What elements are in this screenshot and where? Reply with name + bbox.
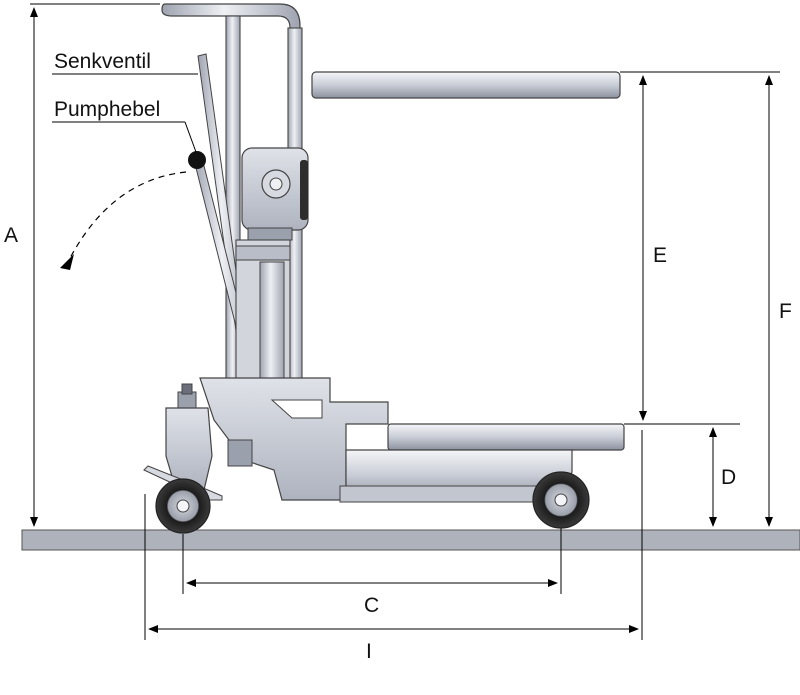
pump-lever-knob: [188, 151, 206, 169]
dimensions: [30, 3, 780, 640]
upper-platform-bar: [311, 71, 621, 99]
lever-swing-arrow: [67, 171, 187, 263]
dimension-label-f: F: [779, 300, 792, 323]
handle: [161, 3, 301, 231]
dimension-label-e: E: [653, 244, 667, 267]
lower-platform-tube: [387, 423, 625, 451]
dimension-label-i: I: [366, 640, 372, 663]
label-lowering-valve: Senkventil: [54, 50, 151, 73]
floor: [21, 529, 800, 551]
callout-leaders: [52, 73, 198, 153]
pulley-axle: [269, 177, 283, 191]
label-pump-lever: Pumphebel: [54, 98, 160, 121]
lift-table-illustration: [143, 3, 625, 534]
dimension-label-d: D: [721, 466, 736, 489]
dimension-label-a: A: [4, 224, 18, 247]
dimension-label-c: C: [364, 594, 379, 617]
